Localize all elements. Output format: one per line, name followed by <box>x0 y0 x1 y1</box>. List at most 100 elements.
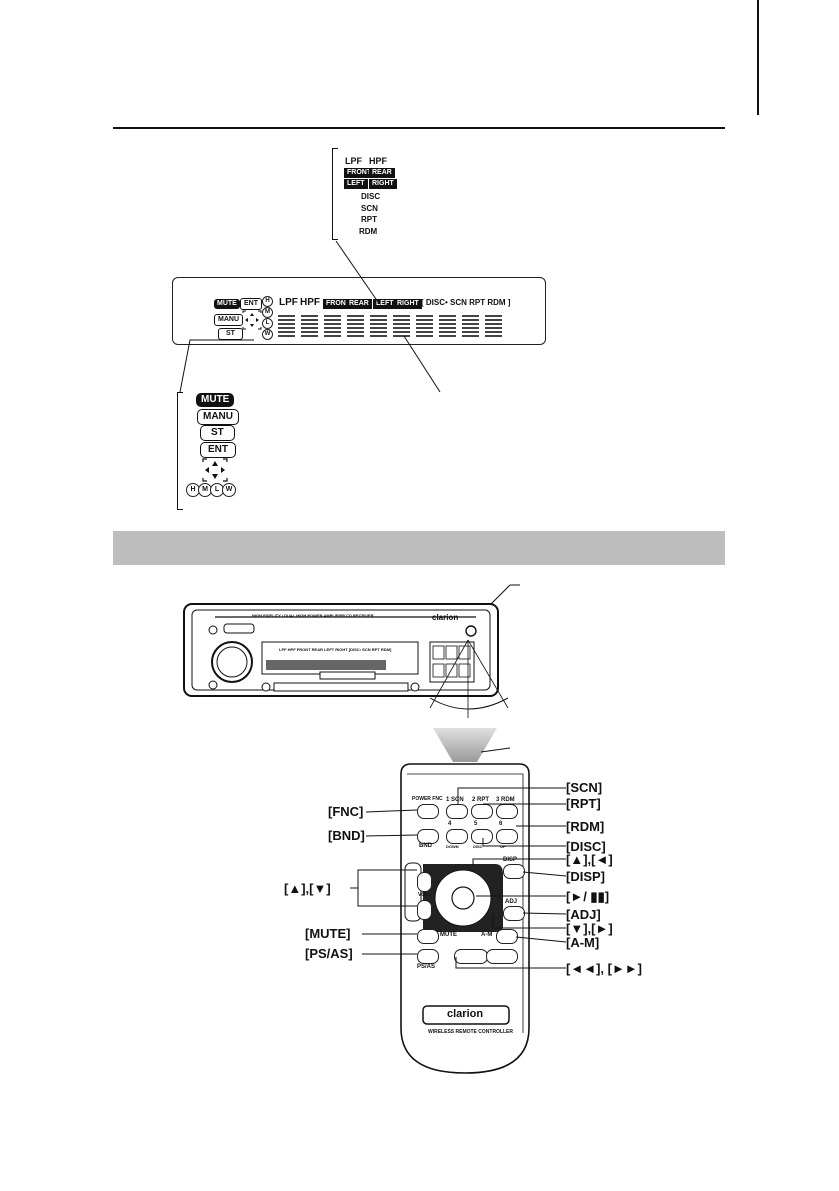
top-label-disc: DISC <box>361 192 381 201</box>
lcd-mute: MUTE <box>214 299 240 309</box>
label-scn: [SCN] <box>566 780 603 795</box>
lcd-bracket-text: [ DISC• SCN RPT RDM ] <box>421 298 511 307</box>
top-label-left: LEFT <box>344 179 368 189</box>
remote-label-psas: PS/AS <box>417 964 436 970</box>
remote-subtitle: WIRELESS REMOTE CONTROLLER <box>428 1029 513 1035</box>
lcd-segment-char <box>301 313 318 337</box>
legend-mute: MUTE <box>196 393 235 407</box>
top-label-rear: REAR <box>369 168 395 178</box>
lcd-segment-char <box>347 313 364 337</box>
label-adj: [ADJ] <box>566 907 601 922</box>
remote-label-down: DOWN <box>446 844 459 849</box>
lcd-segment-char <box>393 313 410 337</box>
section-header-bar <box>113 531 725 565</box>
left-legend-bracket <box>177 392 178 510</box>
lcd-lpf: LPF <box>279 297 298 308</box>
top-label-lpf: LPF <box>345 156 362 166</box>
remote-label-disc: DISC <box>473 844 483 849</box>
remote-ff-button[interactable] <box>486 949 518 964</box>
lcd-segment-char <box>462 313 479 337</box>
remote-label-adj: ADJ <box>505 899 518 905</box>
remote-label-6: 6 <box>499 821 503 827</box>
lcd-segment-char <box>370 313 387 337</box>
lcd-ent: ENT <box>240 298 262 310</box>
top-bracket <box>332 148 333 240</box>
top-label-front: FRONT <box>344 168 375 178</box>
remote-1-scn-button[interactable] <box>446 804 468 819</box>
top-label-right: RIGHT <box>369 179 397 189</box>
lcd-segment-char <box>324 313 341 337</box>
lcd-circle-h: H <box>262 296 273 307</box>
remote-6-button[interactable] <box>496 829 518 844</box>
lcd-hpf: HPF <box>300 297 320 308</box>
label-bnd: [BND] <box>328 828 365 843</box>
remote-label-am: A-M <box>481 932 493 938</box>
unit-model-strip: HIGH FIDELITY / DUAL HIGH POWER AMPLIFIE… <box>252 613 374 618</box>
legend-st: ST <box>200 425 235 441</box>
remote-fnc-button[interactable] <box>417 804 439 819</box>
remote-mute-button[interactable] <box>417 929 439 944</box>
lcd-rear: REAR <box>346 299 372 309</box>
remote-label-4: 4 <box>448 821 452 827</box>
top-label-scn: SCN <box>361 204 378 213</box>
unit-lcd-text: LPF HPF FRONT REAR LEFT RIGHT [DISC• SCN… <box>279 647 392 652</box>
lcd-arrow-cluster-icon <box>242 310 262 330</box>
legend-arrow-cluster-icon <box>202 458 228 482</box>
remote-2-rpt-button[interactable] <box>471 804 493 819</box>
lcd-left: LEFT <box>373 299 397 309</box>
top-label-rpt: RPT <box>361 215 377 224</box>
remote-label-power-fnc: POWER FNC <box>412 796 443 802</box>
display-callout-lines <box>179 240 441 393</box>
lcd-circle-m: M <box>262 307 273 318</box>
remote-vol-down-button[interactable] <box>417 900 432 920</box>
lcd-circle-w: W <box>262 329 273 340</box>
remote-label-bnd: BND <box>419 843 432 849</box>
remote-label-mute: MUTE <box>440 932 457 938</box>
left-legend-cap2 <box>177 509 183 510</box>
remote-5-button[interactable] <box>471 829 493 844</box>
remote-label-vol: VOL <box>418 892 429 898</box>
label-play-pause: [►/ ▮▮] <box>566 889 610 904</box>
remote-label-3: 3 RDM <box>496 797 515 803</box>
label-am: [A-M] <box>566 935 600 950</box>
legend-circle-w: W <box>222 483 236 497</box>
label-fnc: [FNC] <box>328 804 364 819</box>
remote-vol-up-button[interactable] <box>417 872 432 892</box>
top-bracket-cap2 <box>332 239 338 240</box>
top-rule <box>113 127 725 129</box>
lcd-segment-char <box>439 313 456 337</box>
top-label-hpf: HPF <box>369 156 387 166</box>
legend-ent: ENT <box>200 442 236 458</box>
remote-disp-button[interactable] <box>503 864 525 879</box>
left-legend-cap <box>177 392 183 393</box>
lcd-front: FRONT <box>323 299 354 309</box>
remote-label-2: 2 RPT <box>472 797 490 803</box>
legend-manu: MANU <box>197 409 239 425</box>
label-disc: [DISC] <box>566 839 606 854</box>
label-psas: [PS/AS] <box>305 946 353 961</box>
remote-label-5: 5 <box>474 821 478 827</box>
lcd-segment-char <box>278 313 295 337</box>
label-vol-updown: [▲],[▼] <box>284 881 331 896</box>
label-rpt: [RPT] <box>566 796 601 811</box>
remote-psas-button[interactable] <box>417 949 439 964</box>
remote-label-disp: DISP <box>503 857 518 863</box>
head-unit-illustration <box>183 584 520 718</box>
unit-brand: clarion <box>432 613 459 622</box>
remote-label-1: 1 SCN <box>446 797 464 803</box>
lcd-segment-char <box>416 313 433 337</box>
remote-am-button[interactable] <box>496 929 518 944</box>
remote-4-button[interactable] <box>446 829 468 844</box>
label-seek: [◄◄], [►►] <box>566 961 643 976</box>
top-label-rdm: RDM <box>359 227 378 236</box>
lcd-manu: MANU <box>214 314 243 326</box>
label-rdm: [RDM] <box>566 819 605 834</box>
label-down-right: [▼],[►] <box>566 921 613 936</box>
label-up-left: [▲],[◄] <box>566 852 613 867</box>
top-bracket-cap <box>332 148 338 149</box>
label-disp: [DISP] <box>566 869 605 884</box>
remote-bnd-button[interactable] <box>417 829 439 844</box>
lcd-circle-l: L <box>262 318 273 329</box>
binding-line <box>757 0 759 115</box>
